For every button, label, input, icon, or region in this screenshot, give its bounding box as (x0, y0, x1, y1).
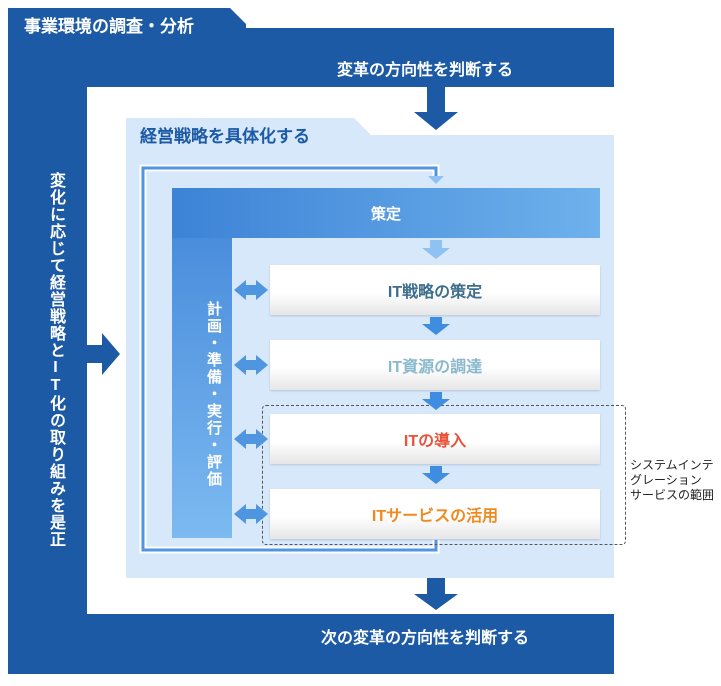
strategy-panel-title: 経営戦略を具体化する (126, 118, 372, 150)
plan-execute-label: 計画・準備・実行・評価 (205, 300, 222, 488)
loop-arrowhead (428, 176, 444, 184)
right-arrow-left (87, 333, 120, 375)
down-arrow-bottom (414, 578, 458, 610)
environment-analysis-header: 事業環境の調査・分析 (8, 8, 246, 40)
double-arrow-4 (234, 504, 268, 524)
double-arrow-1 (234, 280, 268, 300)
si-scope-line: グレーション (630, 473, 702, 487)
step-label: ITの導入 (403, 433, 467, 450)
down-arrow-step1 (422, 317, 450, 335)
step-it-procurement: IT資源の調達 (270, 340, 600, 390)
judge-direction-label: 変革の方向性を判断する (336, 62, 513, 79)
policy-bar: 策定 (172, 188, 600, 238)
si-scope-line: サービスの範囲 (630, 488, 715, 502)
si-scope-label: システムインテ グレーション サービスの範囲 (630, 458, 721, 503)
down-arrow-step3 (422, 466, 450, 484)
correction-side-label: 変化に応じて経営戦略とIT化の取り組みを是正 (47, 172, 64, 548)
double-arrow-2 (234, 355, 268, 375)
step-it-strategy: IT戦略の策定 (270, 265, 600, 315)
down-arrow-policy (422, 240, 450, 259)
step-label: IT資源の調達 (387, 359, 483, 376)
step-label: IT戦略の策定 (387, 284, 483, 301)
down-arrow-top (414, 87, 458, 130)
step-it-introduction: ITの導入 (270, 414, 600, 464)
judge-next-direction-label: 次の変革の方向性を判断する (320, 630, 529, 647)
si-scope-box (262, 405, 626, 545)
si-scope-line: システムインテ (630, 458, 714, 472)
step-label: ITサービスの活用 (371, 508, 499, 525)
double-arrow-3 (234, 429, 268, 449)
step-it-service-use: ITサービスの活用 (270, 489, 600, 539)
down-arrow-step2 (422, 392, 450, 410)
plan-execute-bar (172, 238, 232, 538)
